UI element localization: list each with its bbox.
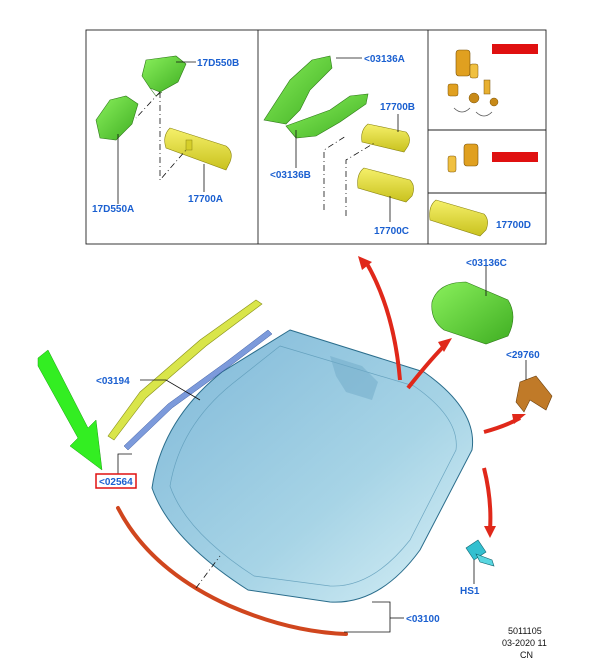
seal-highlight-box (95, 473, 137, 489)
kit-2-highlight (492, 152, 538, 162)
callout-hs1: HS1 (460, 586, 480, 597)
leader-line (165, 379, 201, 401)
kit-1-highlight (492, 44, 538, 54)
callout-kit-1: < (494, 44, 499, 54)
leader-line (344, 601, 391, 633)
arrow-to-screw (482, 467, 496, 538)
callout-02564: <02564 (99, 477, 133, 488)
callout-17700a: 17700A (188, 194, 223, 205)
arrow-to-cover (406, 338, 452, 390)
dash-line (345, 141, 377, 216)
screw-hs1[interactable] (465, 539, 495, 567)
callout-03136b: <03136B (270, 170, 311, 181)
bracket-29760[interactable] (515, 375, 553, 413)
mirror-17700c[interactable] (357, 167, 414, 203)
bracket-03136a[interactable] (263, 55, 333, 125)
region-code: CN (520, 650, 533, 660)
mounting-kit-1[interactable] (447, 49, 499, 117)
date-code: 03-2020 11 (502, 638, 547, 648)
callout-kit-2: < (494, 152, 499, 162)
dash-line (323, 135, 347, 210)
windshield-glass[interactable] (151, 329, 474, 603)
mirror-cover-lower[interactable] (95, 95, 139, 141)
panel-frame (85, 29, 547, 245)
strip-03100[interactable] (116, 506, 348, 636)
callout-03136c: <03136C (466, 258, 507, 269)
parts-panel: 17D550B 17D550A 17700A <03136A <03136B 1… (85, 29, 547, 245)
mirror-17700b[interactable] (361, 123, 410, 153)
seal-blue[interactable] (123, 329, 273, 451)
molding-03194[interactable] (107, 299, 263, 441)
doc-number: 5011105 (508, 626, 542, 636)
dash-line (159, 92, 187, 182)
callout-17d550b: 17D550B (197, 58, 239, 69)
leader-line (117, 453, 132, 474)
green-arrow (37, 349, 103, 471)
callout-29760: <29760 (506, 350, 540, 361)
callout-17700b: 17700B (380, 102, 415, 113)
callout-17700d: 17700D (496, 220, 531, 231)
callout-03136a: <03136A (364, 54, 405, 65)
callout-03194: <03194 (96, 376, 130, 387)
mirror-17700a[interactable] (164, 127, 232, 171)
mirror-17700d[interactable] (429, 199, 488, 237)
callout-17d550a: 17D550A (92, 204, 134, 215)
mounting-kit-2[interactable] (447, 143, 479, 173)
cover-03136c[interactable] (431, 281, 514, 345)
arrow-to-panel (358, 256, 402, 381)
arrow-to-bracket (483, 414, 526, 434)
callout-17700c: 17700C (374, 226, 409, 237)
bracket-03136b[interactable] (285, 93, 369, 139)
callout-03100: <03100 (406, 614, 440, 625)
dash-line (135, 91, 161, 119)
